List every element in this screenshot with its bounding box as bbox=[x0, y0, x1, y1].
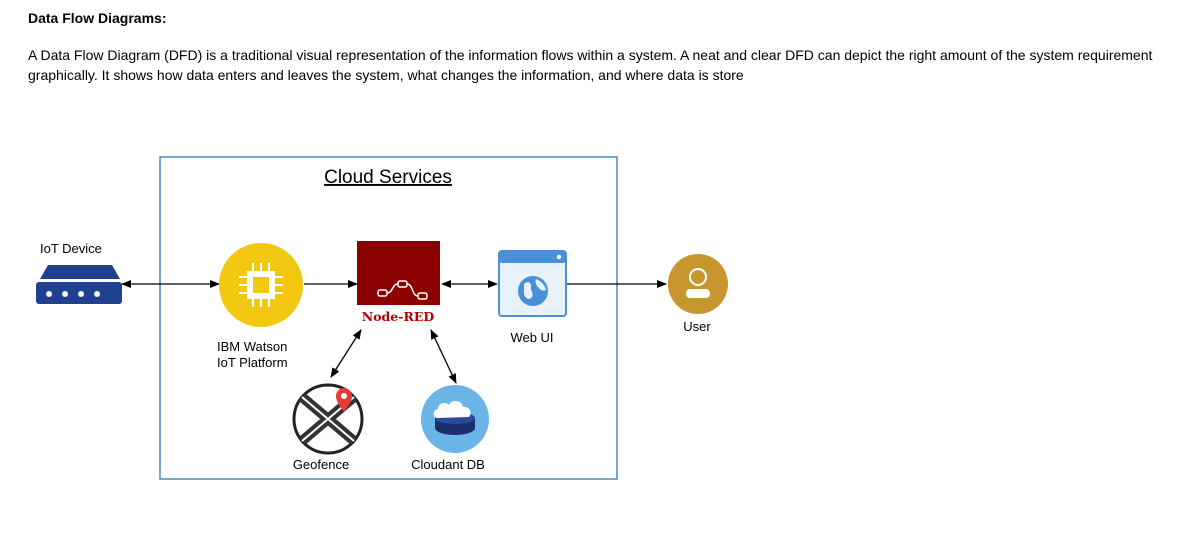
geofence-label: Geofence bbox=[293, 457, 349, 472]
iot-device-node: IoT Device bbox=[36, 241, 122, 304]
cloud-services-container bbox=[159, 156, 618, 480]
watson-node: IBM Watson IoT Platform bbox=[217, 243, 303, 370]
watson-label-line2: IoT Platform bbox=[217, 355, 288, 370]
arrow-nodered-geofence bbox=[330, 329, 362, 378]
geofence-node: Geofence bbox=[292, 383, 364, 472]
watson-label-line1: IBM Watson bbox=[217, 339, 287, 354]
user-label: User bbox=[683, 319, 711, 334]
router-icon bbox=[40, 265, 120, 279]
intro-paragraph: A Data Flow Diagram (DFD) is a tradition… bbox=[28, 47, 1153, 83]
web-ui-label: Web UI bbox=[510, 330, 553, 345]
flow-connectors bbox=[121, 280, 667, 384]
iot-device-label: IoT Device bbox=[40, 241, 102, 256]
cloudant-node: Cloudant DB bbox=[411, 385, 489, 472]
node-red-node: Node-RED bbox=[357, 241, 440, 324]
cloud-services-title: Cloud Services bbox=[324, 167, 452, 188]
page-heading: Data Flow Diagrams: bbox=[28, 10, 167, 26]
web-ui-node: Web UI bbox=[498, 250, 567, 345]
globe-icon bbox=[518, 276, 548, 306]
node-red-label: Node-RED bbox=[362, 309, 435, 324]
user-node: User bbox=[668, 254, 728, 334]
cloudant-label: Cloudant DB bbox=[411, 457, 485, 472]
node-red-flow-icon bbox=[377, 280, 428, 300]
arrow-nodered-cloudant bbox=[430, 329, 457, 384]
